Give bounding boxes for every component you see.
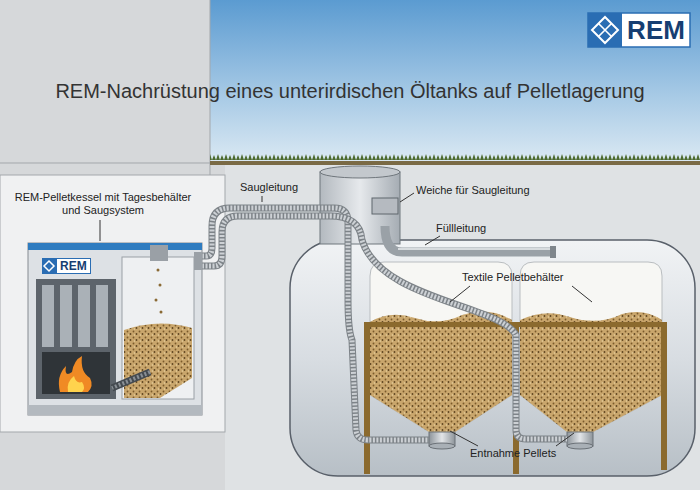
background-part <box>0 163 225 490</box>
background-part <box>210 161 700 165</box>
suction-hoses-part <box>202 216 567 439</box>
leader-lines-part <box>450 431 478 446</box>
boiler-part <box>112 372 150 388</box>
suction-hoses-part <box>372 198 398 214</box>
boiler-part <box>159 284 162 287</box>
boiler-logo-text: REM <box>56 258 91 274</box>
logo-mark-part <box>588 13 622 47</box>
logo-mark-part <box>599 24 612 37</box>
boiler-heading: REM-Pelletkessel mit Tagesbehälter und S… <box>5 191 201 217</box>
boiler-part <box>28 243 202 415</box>
pellet-bags-part <box>520 262 662 432</box>
leader-lines-part <box>425 236 440 245</box>
fill-pipe-part <box>398 248 552 250</box>
boiler-part <box>112 372 150 388</box>
background-part <box>0 163 210 164</box>
logo-mark-part <box>588 13 690 47</box>
boiler-part <box>59 356 92 392</box>
leader-lines <box>100 193 592 446</box>
frame-part <box>661 322 667 470</box>
frame-part <box>364 322 370 474</box>
callout-label: Entnahme Pellets <box>470 447 556 460</box>
leader-lines-part <box>450 286 470 302</box>
leader-lines-part <box>556 433 574 446</box>
boiler-part <box>42 258 56 274</box>
boiler-part <box>42 285 54 347</box>
callout-label: Weiche für Saugleitung <box>416 184 530 197</box>
boiler-part <box>160 311 163 314</box>
boiler-box: REM-Pelletkessel mit Tagesbehälter und S… <box>28 243 202 415</box>
suction-hoses-part <box>202 208 429 440</box>
outlets-part <box>567 443 593 449</box>
logo-mark-part <box>592 17 618 43</box>
boiler-part <box>124 323 192 398</box>
boiler-part <box>36 279 116 399</box>
boiler-part <box>28 243 202 250</box>
leader-lines-part <box>100 220 101 241</box>
outlets <box>429 432 593 449</box>
boiler-part <box>28 405 202 415</box>
suction-hoses <box>202 198 567 440</box>
callout-label: Textile Pelletbehälter <box>462 271 564 284</box>
background-part <box>210 154 700 162</box>
suction-hoses-part <box>202 216 567 439</box>
leader-lines-part <box>262 196 263 202</box>
leader-lines-part <box>400 193 414 202</box>
boiler-part <box>96 285 108 347</box>
pellet-bags-part <box>520 312 662 432</box>
boiler <box>28 243 202 415</box>
boiler-part <box>42 352 110 394</box>
leader-lines-part <box>572 286 592 302</box>
boiler-part <box>60 285 72 347</box>
boiler-part <box>78 285 90 347</box>
pellet-bags-part <box>370 262 512 432</box>
outlets-part <box>429 443 455 449</box>
boiler-part <box>155 299 158 302</box>
diagram-title: REM-Nachrüstung eines unterirdischen Ölt… <box>0 79 700 103</box>
boiler-part <box>194 252 202 270</box>
callout-label: Füllleitung <box>436 222 486 235</box>
shaft-part <box>320 166 400 178</box>
brand-logo-text: REM <box>622 13 690 47</box>
boiler-part <box>44 261 54 271</box>
callout-label: Saugleitung <box>240 181 298 194</box>
fill-pipe-part <box>550 246 556 258</box>
background-part <box>0 175 225 432</box>
suction-hoses-part <box>202 208 429 440</box>
boiler-part <box>68 376 84 392</box>
boiler-part <box>157 269 160 272</box>
boiler-part <box>150 245 168 261</box>
logo-mark <box>588 13 690 47</box>
pellet-bags-part <box>370 311 512 432</box>
